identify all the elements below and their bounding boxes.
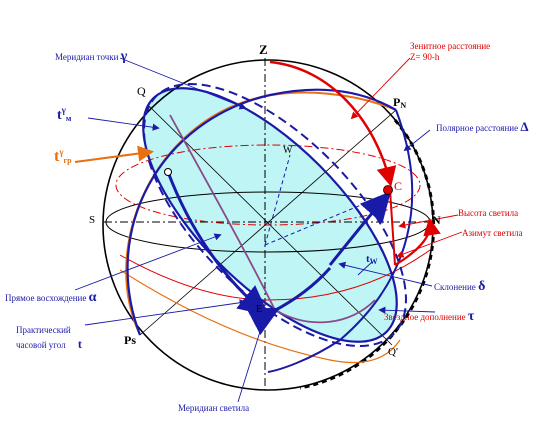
pointer-tm — [87, 117, 160, 131]
label-n: N — [432, 213, 441, 227]
label-altitude: Высота светила — [458, 208, 519, 218]
label-tgr: tγгр — [54, 147, 72, 165]
label-polar-dist: Полярное расстояние Δ — [436, 119, 529, 134]
pointer-meridian-gamma — [119, 57, 247, 110]
pointer-azimuth — [396, 231, 463, 258]
star-meridian — [126, 88, 397, 336]
label-meridian-gamma: Меридиан точки γ — [55, 49, 128, 64]
orange-arc-lower — [119, 269, 401, 364]
star-plane-fill — [143, 88, 397, 342]
star-hour-circle — [267, 109, 414, 373]
center-to-w — [264, 154, 291, 246]
label-pn: PN — [393, 95, 407, 110]
azimuth-arc — [394, 217, 441, 266]
pointer-tgr — [74, 145, 154, 163]
label-qprime: Q' — [388, 346, 398, 358]
sphere-dashed-back — [299, 119, 436, 390]
pointer-practical — [84, 299, 247, 326]
pointer-right-asc — [74, 233, 222, 291]
pointer-tw — [357, 261, 373, 276]
almucantar — [115, 144, 421, 226]
label-c: C — [394, 179, 403, 193]
label-sidereal: Звездное дополнение τ — [384, 309, 475, 324]
point-c — [383, 185, 393, 195]
equator-dashed — [143, 83, 407, 347]
label-star-meridian: Меридиан светила — [178, 403, 250, 413]
center-to-star — [264, 194, 386, 246]
gamma-meridian — [125, 91, 397, 336]
right-ascension-arc — [166, 171, 269, 316]
pointer-declination — [338, 261, 433, 287]
label-e: E — [256, 304, 263, 315]
hour-angle-arc — [246, 267, 332, 336]
label-right-asc: Прямое восхождение α — [5, 290, 97, 305]
declination-arc — [328, 191, 391, 266]
label-w: W — [283, 145, 293, 156]
label-q: Q — [137, 84, 146, 98]
pointer-altitude — [398, 214, 459, 229]
altitude-line — [389, 189, 396, 266]
label-declination: Склонение δ — [434, 279, 486, 294]
pointer-polar — [403, 129, 431, 152]
label-z: Z — [259, 42, 268, 57]
pointer-zenith — [350, 57, 411, 120]
label-azimuth: Азимут светила — [462, 228, 523, 238]
label-tw: tW — [366, 253, 378, 266]
label-tm: tγм — [57, 105, 72, 123]
pointer-star-meridian — [237, 320, 265, 403]
label-ps: Ps — [124, 333, 136, 347]
zenith-distance-arc — [269, 60, 397, 187]
point-gamma — [164, 168, 172, 176]
pointer-sidereal — [378, 306, 436, 314]
label-s: S — [89, 214, 96, 226]
